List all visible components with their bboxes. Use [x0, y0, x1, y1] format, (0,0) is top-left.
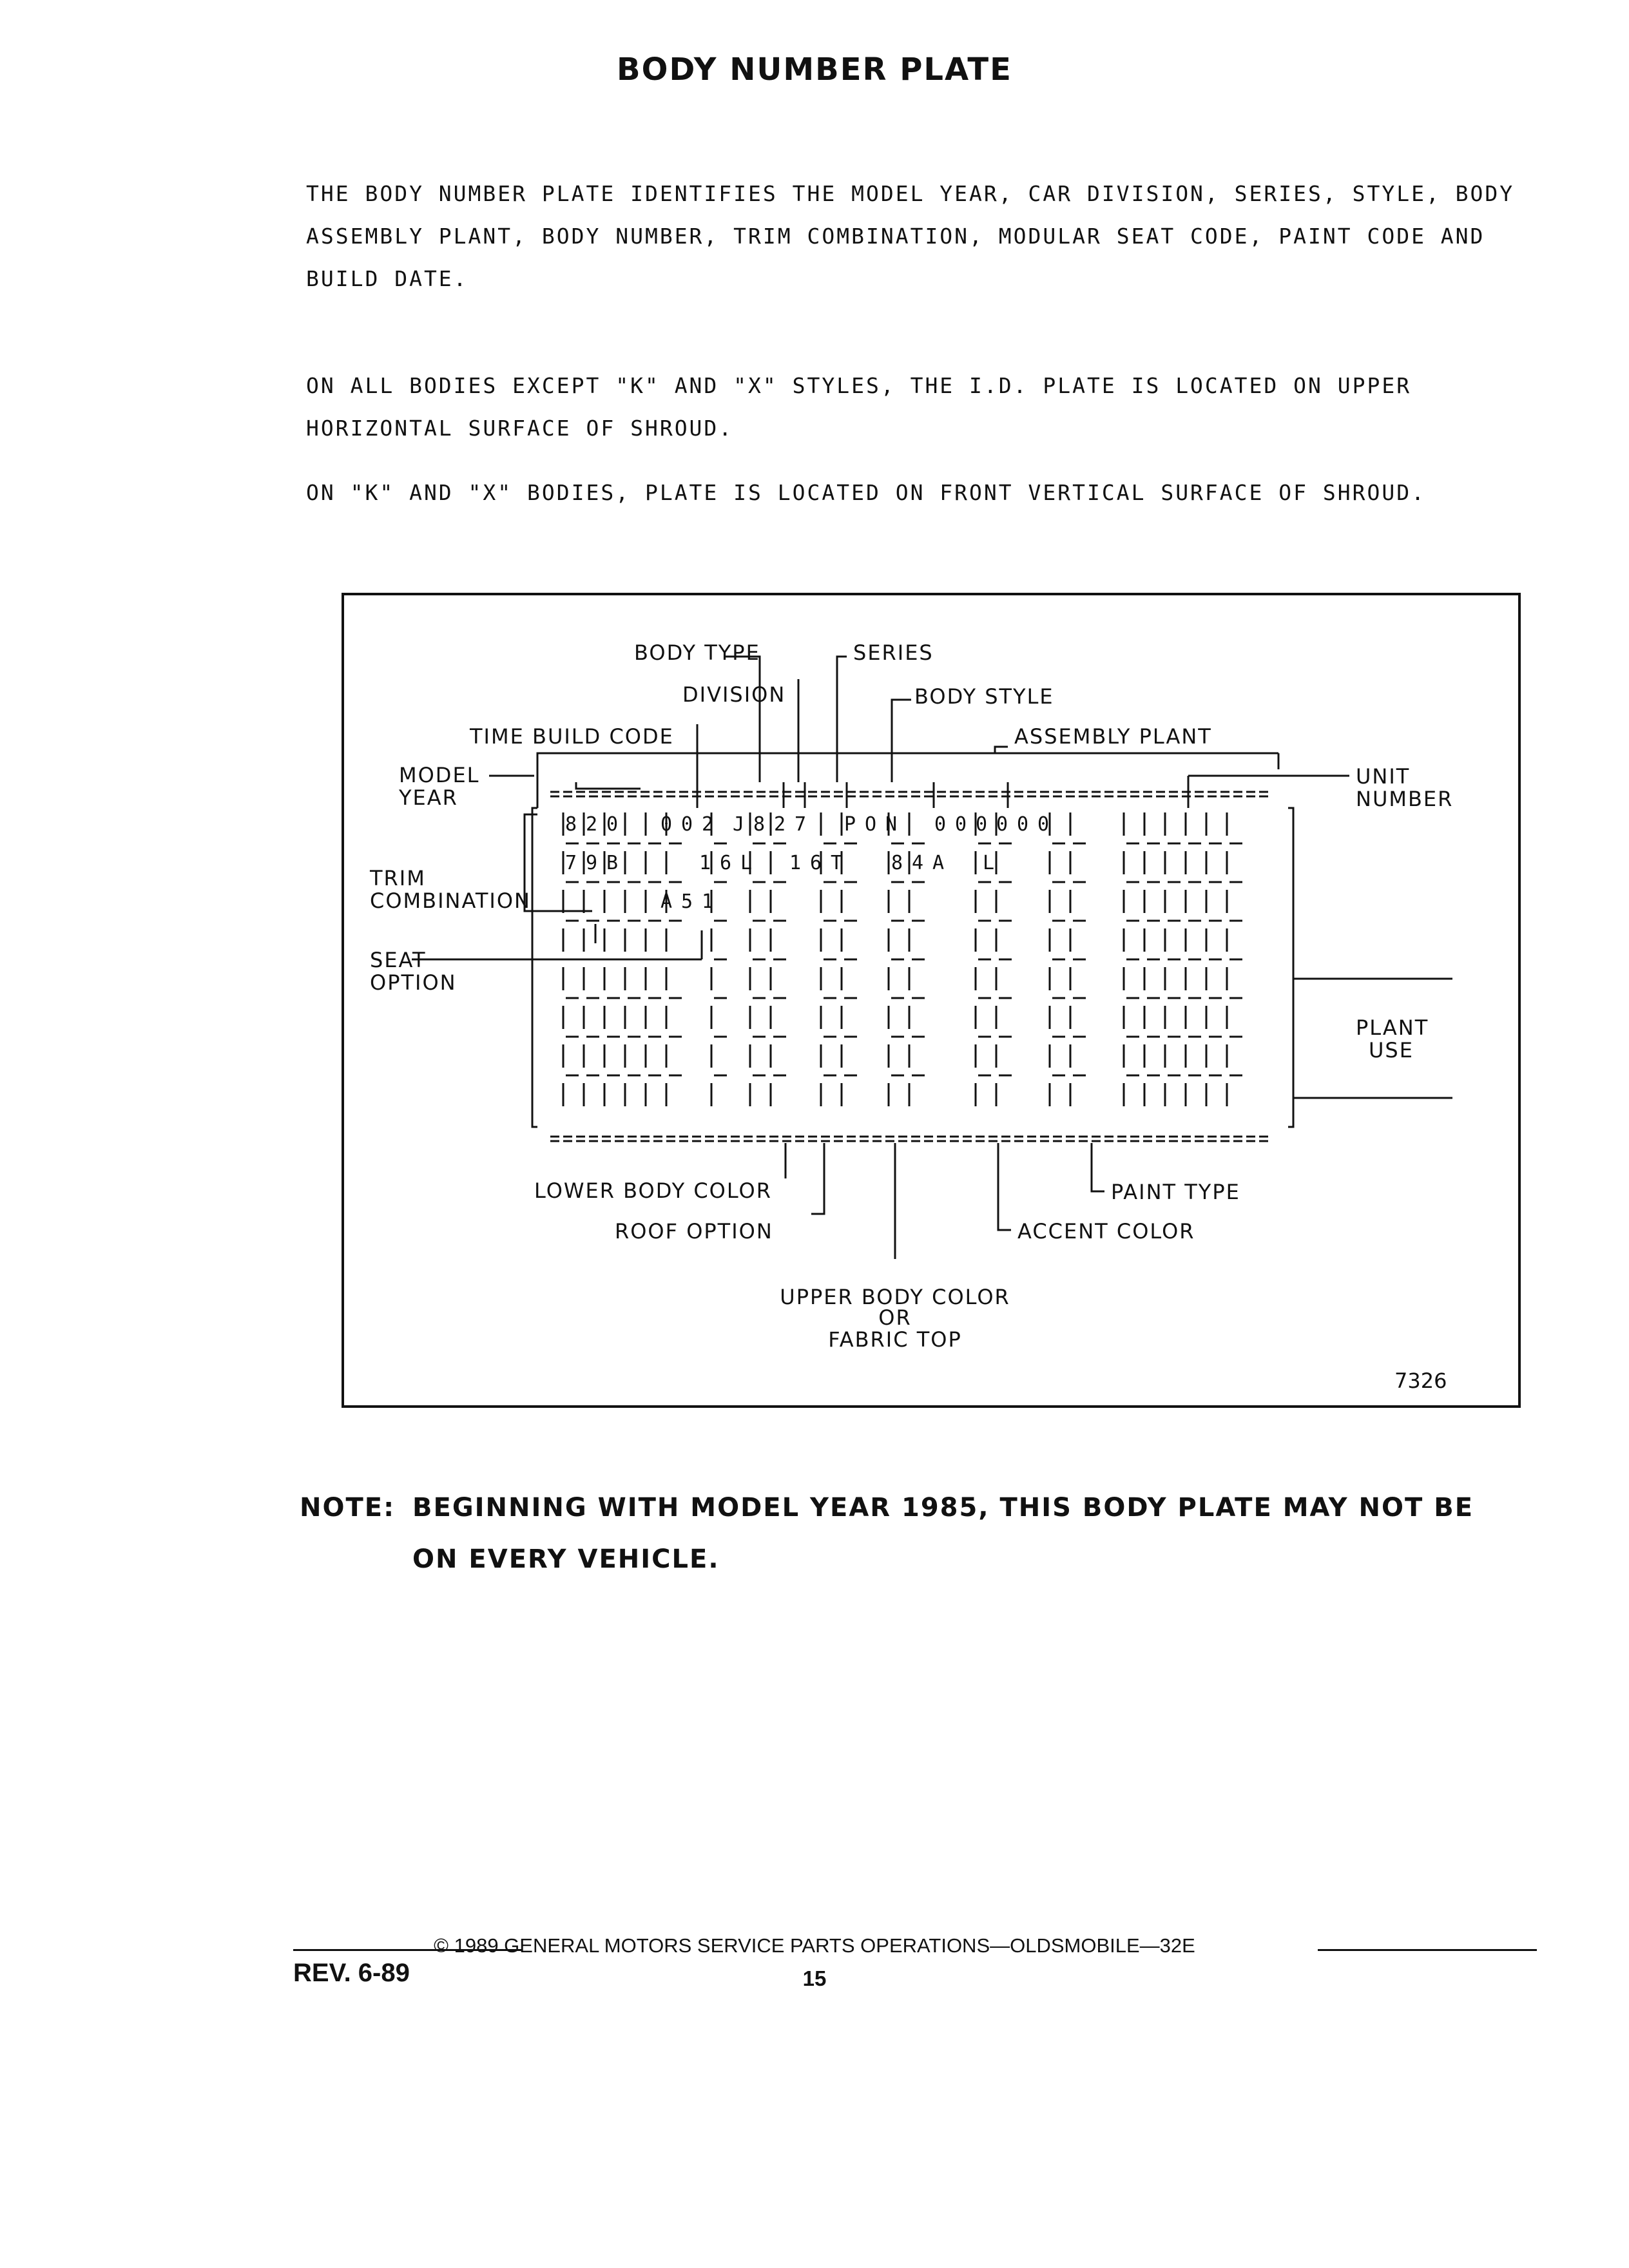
plate-cell-value: 1 [789, 852, 801, 874]
accent-leader [997, 1143, 1011, 1231]
note-line-2: ON EVERY VEHICLE. [412, 1544, 720, 1574]
note-line-1: BEGINNING WITH MODEL YEAR 1985, THIS BOD… [412, 1493, 1474, 1523]
plate-cell-value: 2 [586, 813, 597, 836]
plate-cell-value: 4 [912, 852, 923, 874]
plate-cell-value: 0 [976, 813, 987, 836]
plate-cell-value: A [660, 890, 672, 913]
label-or: OR [878, 1305, 911, 1330]
label-number: NUMBER [1356, 787, 1453, 811]
label-fabric-top: FABRIC TOP [828, 1327, 962, 1352]
plate-cell-value: 0 [955, 813, 967, 836]
label-body-type: BODY TYPE [634, 640, 760, 665]
roof-leader [811, 1143, 825, 1215]
plate-cell-value: 9 [586, 852, 597, 874]
plate-cell-grid [562, 812, 1242, 1106]
plate-cell-value: 8 [891, 852, 903, 874]
plate-cell-value: 0 [606, 813, 618, 836]
label-accent-color: ACCENT COLOR [1017, 1219, 1195, 1244]
page-title: BODY NUMBER PLATE [617, 52, 1012, 88]
time-build-bracket [536, 745, 1008, 808]
label-year: YEAR [398, 785, 458, 810]
label-use: USE [1369, 1038, 1414, 1062]
label-unit: UNIT [1356, 764, 1410, 789]
plate-cell-value: 8 [753, 813, 765, 836]
plate-cell-value: 1 [699, 852, 711, 874]
plate-cell-value: 6 [720, 852, 731, 874]
label-combination: COMBINATION [370, 889, 531, 913]
plate-cell-value: J [733, 813, 744, 836]
plate-cell-value: 2 [702, 813, 713, 836]
label-paint-type: PAINT TYPE [1111, 1180, 1240, 1204]
label-lower-body-color: LOWER BODY COLOR [534, 1178, 772, 1203]
plate-cell-value: 0 [1017, 813, 1028, 836]
label-series: SERIES [853, 640, 934, 665]
plate-cell-value: B [606, 852, 618, 874]
plate-cell-value: 2 [774, 813, 786, 836]
note-block: NOTE: BEGINNING WITH MODEL YEAR 1985, THI… [300, 1482, 1556, 1585]
plate-cell-value: 0 [660, 813, 672, 836]
trim-leader [523, 813, 592, 912]
plate-cell-value: 7 [795, 813, 806, 836]
body-type-leader [724, 655, 761, 782]
plate-cell-value: 0 [1037, 813, 1049, 836]
plate-right-bracket [1288, 807, 1295, 1128]
footer-rule-left [293, 1949, 522, 1951]
plate-cell-value: 0 [934, 813, 946, 836]
plate-cell-value: A [932, 852, 944, 874]
kx-location-paragraph: ON "K" AND "X" BODIES, PLATE IS LOCATED … [306, 480, 1426, 505]
paint-type-leader [1090, 1143, 1104, 1193]
label-body-style: BODY STYLE [914, 684, 1054, 709]
plate-cell-value: 0 [681, 813, 693, 836]
label-roof-option: ROOF OPTION [615, 1219, 773, 1244]
plate-cell-value: 1 [702, 890, 713, 913]
plate-cell-value: N [885, 813, 897, 836]
footer-rule-right [1318, 1949, 1537, 1951]
label-assembly-plant: ASSEMBLY PLANT [1014, 724, 1212, 749]
label-option: OPTION [370, 970, 457, 995]
plate-cell-value: 7 [565, 852, 577, 874]
revision-label: REV. 6-89 [293, 1959, 410, 1987]
footer-copyright: © 1989 GENERAL MOTORS SERVICE PARTS OPER… [434, 1934, 1195, 1957]
figure-number: 7326 [1394, 1369, 1447, 1393]
label-division: DIVISION [682, 682, 786, 707]
label-time-build-code: TIME BUILD CODE [469, 724, 674, 749]
intro-paragraph: THE BODY NUMBER PLATE IDENTIFIES THE MOD… [306, 181, 1530, 291]
label-model: MODEL [399, 763, 479, 787]
page-number: 15 [802, 1966, 827, 1990]
series-leader [836, 655, 847, 782]
plate-cell-value: P [844, 813, 856, 836]
plate-cell-value: 5 [681, 890, 693, 913]
label-upper-body-color: UPPER BODY COLOR [780, 1285, 1010, 1309]
plate-cell-value: L [740, 852, 752, 874]
label-plant: PLANT [1356, 1015, 1429, 1040]
label-trim: TRIM [369, 866, 426, 890]
plate-cell-value: 6 [810, 852, 822, 874]
plate-cell-value: O [865, 813, 876, 836]
body-style-leader [891, 698, 911, 782]
label-seat: SEAT [370, 948, 426, 972]
note-lead: NOTE: [300, 1493, 396, 1523]
plate-cell-value: 8 [565, 813, 577, 836]
plate-cell-value: L [983, 852, 994, 874]
location-paragraph: ON ALL BODIES EXCEPT "K" AND "X" STYLES,… [306, 373, 1426, 441]
plate-cell-value: T [831, 852, 842, 874]
plate-left-bracket [531, 807, 537, 1128]
plate-cell-value: 0 [996, 813, 1008, 836]
